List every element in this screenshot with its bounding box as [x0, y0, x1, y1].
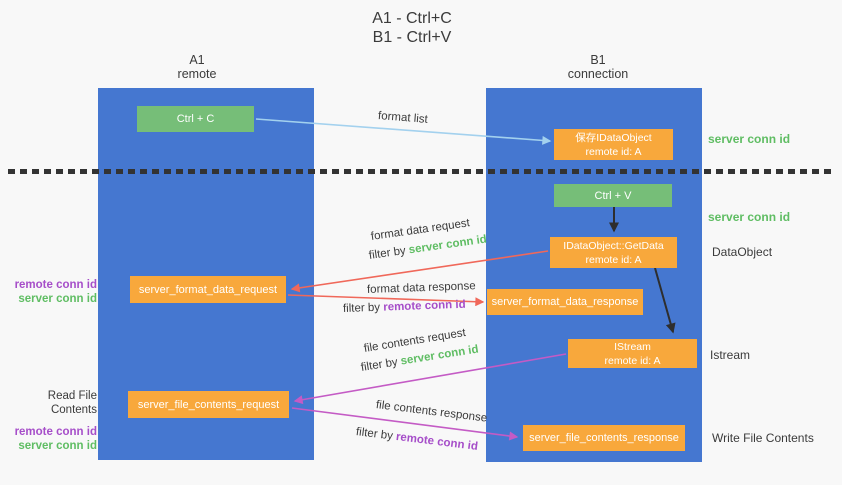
- getdata-line1: IDataObject::GetData: [563, 239, 664, 252]
- lane-header-a1: A1 remote: [147, 53, 247, 81]
- lane-a1-name: A1: [189, 53, 205, 67]
- remote-conn-id-annotation: remote conn id: [14, 426, 97, 438]
- save-idataobject-line1: 保存IDataObject: [575, 131, 652, 144]
- lane-a1-subtitle: remote: [177, 67, 217, 81]
- getdata-to-istream-arrow: [654, 267, 676, 334]
- file-contents-response-arrow: [291, 407, 519, 441]
- format-data-response-arrow: [287, 294, 485, 307]
- file-contents-request-arrow: [293, 353, 567, 405]
- server-conn-id-annotation-top: server conn id: [708, 132, 791, 146]
- ctrl-c-label: Ctrl + C: [176, 113, 215, 125]
- ctrl-c-box: Ctrl + C: [137, 106, 254, 132]
- server-format-data-response-label: server_format_data_response: [491, 296, 639, 308]
- filter-by-text: filter by: [342, 301, 384, 315]
- write-file-contents-annotation: Write File Contents: [712, 431, 814, 445]
- save-idataobject-box: 保存IDataObject remote id: A: [554, 129, 673, 160]
- istream-line1: IStream: [614, 340, 651, 353]
- lane-b1-name: B1: [590, 53, 606, 67]
- idataobject-getdata-box: IDataObject::GetData remote id: A: [550, 237, 677, 268]
- istream-box: IStream remote id: A: [568, 339, 697, 368]
- server-file-contents-response-label: server_file_contents_response: [529, 432, 679, 444]
- server-conn-id-annotation: server conn id: [18, 440, 97, 452]
- getdata-line2: remote id: A: [585, 253, 642, 266]
- title-line-1: A1 - Ctrl+C: [372, 10, 452, 27]
- ctrl-v-box: Ctrl + V: [554, 184, 672, 207]
- read-file-contents-block: Read File Contents remote conn id server…: [0, 389, 97, 453]
- read-file-contents-annotation: Read File Contents: [47, 390, 97, 416]
- server-file-contents-request-box: server_file_contents_request: [128, 391, 289, 418]
- title-line-2: B1 - Ctrl+V: [372, 29, 452, 46]
- diagram-title: A1 - Ctrl+C B1 - Ctrl+V: [0, 9, 824, 47]
- server-file-contents-response-box: server_file_contents_response: [523, 425, 685, 451]
- ctrl-v-label: Ctrl + V: [594, 189, 632, 202]
- server-format-data-response-box: server_format_data_response: [487, 289, 643, 315]
- server-conn-id-annotation: server conn id: [18, 293, 97, 305]
- remote-conn-id-annotation: remote conn id: [14, 279, 97, 291]
- lane-header-b1: B1 connection: [548, 53, 648, 81]
- format-list-arrow: [255, 118, 552, 145]
- dotted-divider: [8, 169, 835, 174]
- istream-line2: remote id: A: [604, 354, 661, 367]
- format-data-request-arrow: [290, 250, 549, 293]
- save-idataobject-line2: remote id: A: [585, 145, 642, 158]
- dataobject-annotation: DataObject: [712, 245, 773, 259]
- format-request-conn-ids: remote conn id server conn id: [0, 278, 97, 306]
- server-format-data-request-box: server_format_data_request: [130, 276, 286, 303]
- lane-b1-subtitle: connection: [567, 67, 629, 81]
- istream-annotation: Istream: [710, 348, 751, 362]
- server-format-data-request-label: server_format_data_request: [138, 283, 278, 296]
- server-file-contents-request-label: server_file_contents_request: [137, 398, 280, 411]
- server-conn-id-annotation-mid: server conn id: [708, 210, 791, 224]
